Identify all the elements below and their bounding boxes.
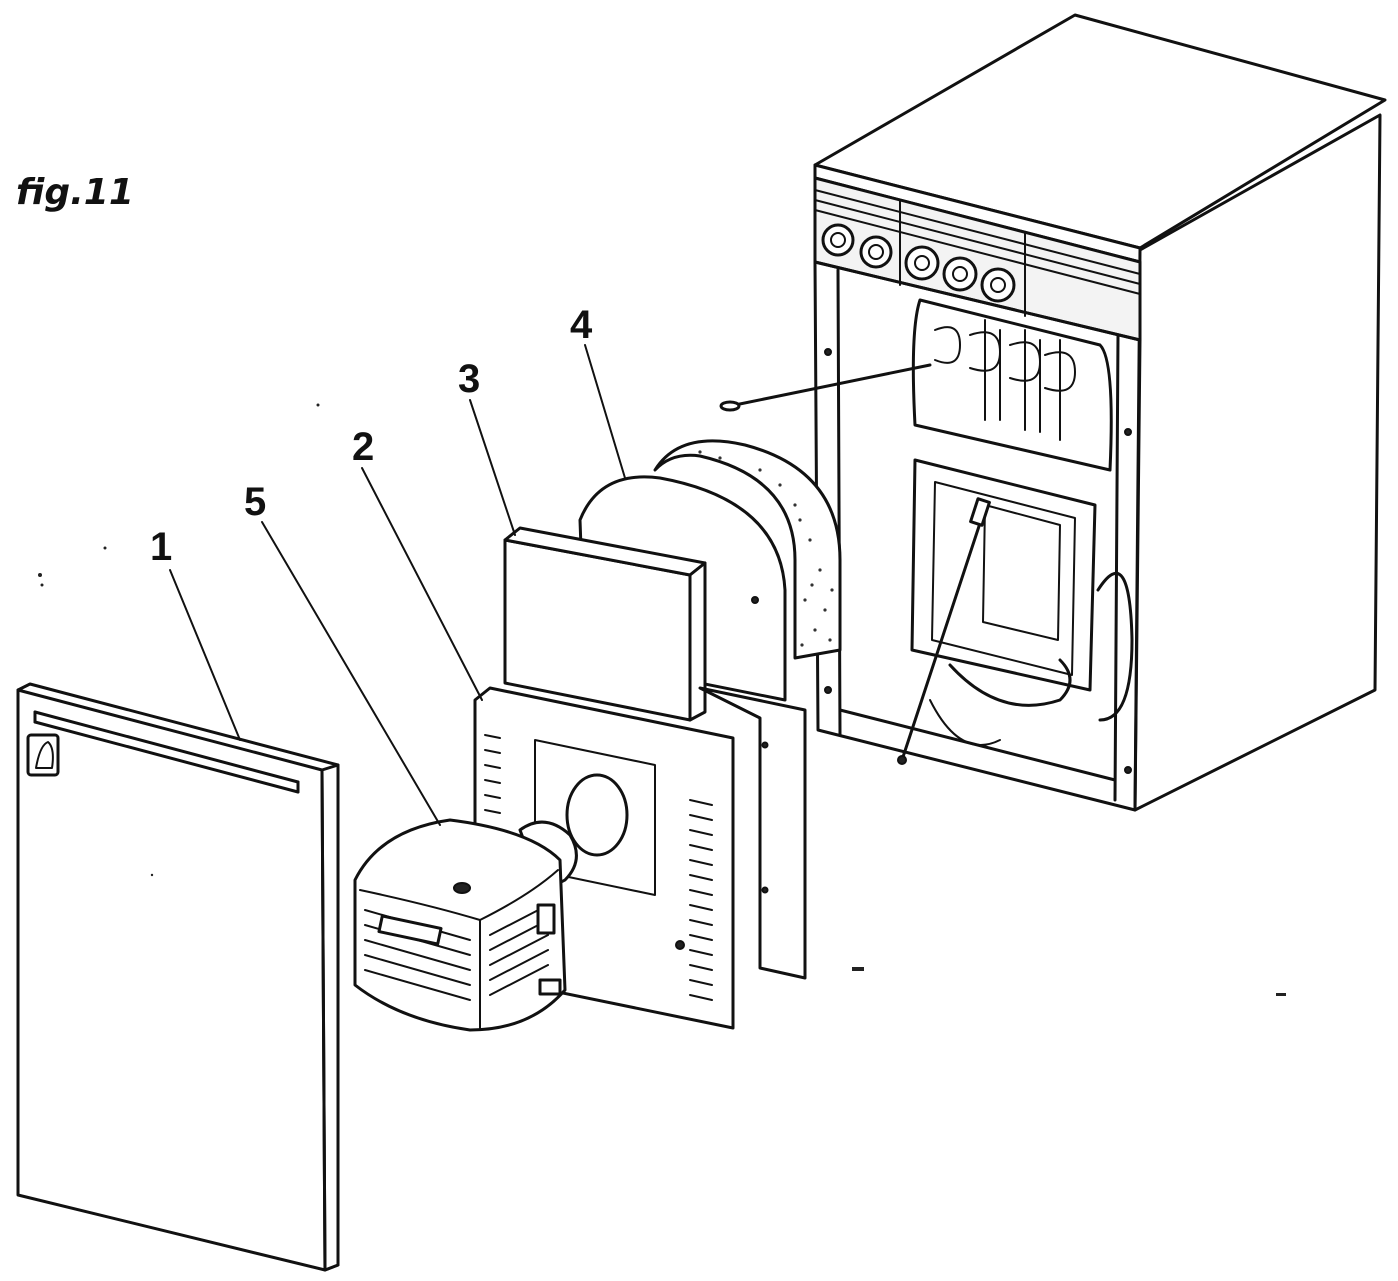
callout-1: 1 <box>150 525 172 569</box>
leader-lines <box>169 344 626 826</box>
leader-line-1 <box>169 569 241 741</box>
brand-logo-icon <box>26 733 60 777</box>
callout-2: 2 <box>352 425 374 469</box>
leader-line-2 <box>361 467 483 701</box>
callout-5: 5 <box>244 480 266 524</box>
baffle-plate-icon <box>503 526 707 722</box>
print-specks <box>38 403 1286 996</box>
boiler-cabinet-icon <box>719 13 1387 812</box>
front-door-panel-icon <box>16 682 340 1272</box>
callout-4: 4 <box>570 303 593 347</box>
figure-label: fig.11 <box>16 172 134 213</box>
callout-3: 3 <box>458 357 480 401</box>
leader-line-5 <box>261 521 441 826</box>
leader-line-4 <box>584 344 626 479</box>
leader-line-3 <box>469 399 516 536</box>
heat-exchanger-fins-icon <box>934 319 1076 441</box>
burner-unit-icon <box>353 818 578 1032</box>
